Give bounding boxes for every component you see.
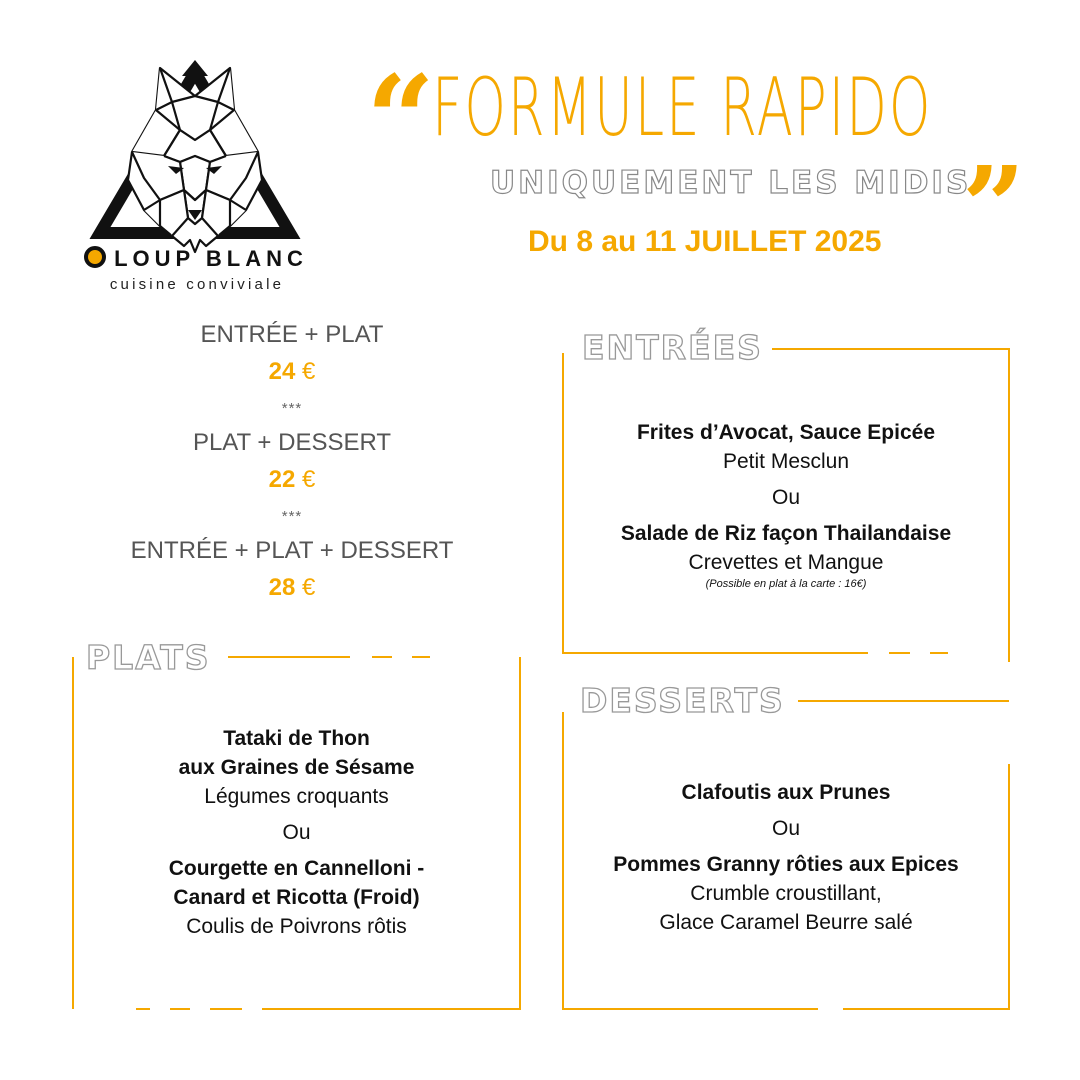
page-subtitle: UNIQUEMENT LES MIDIS — [489, 164, 972, 201]
dish-side: Légumes croquants — [204, 785, 389, 808]
section-title-entrees: ENTRÉES — [581, 327, 763, 367]
formule-price: 28 € — [268, 574, 316, 601]
formule-label: ENTRÉE + PLAT — [200, 321, 384, 348]
brand-tagline: cuisine conviviale — [109, 276, 285, 293]
formule-price: 24 € — [268, 358, 316, 385]
formule-separator: *** — [281, 508, 303, 525]
formule-separator: *** — [281, 400, 303, 417]
dish-side: Crevettes et Mangue — [688, 551, 884, 574]
or-separator: Ou — [282, 821, 311, 844]
or-separator: Ou — [771, 486, 800, 509]
offer-dates: Du 8 au 11 JUILLET 2025 — [528, 225, 882, 258]
opening-quote-mark: “ — [366, 49, 436, 190]
wolf-logo-icon — [89, 60, 301, 254]
formule-label: PLAT + DESSERT — [192, 429, 392, 456]
formule-label: ENTRÉE + PLAT + DESSERT — [130, 537, 454, 564]
dish-name: aux Graines de Sésame — [178, 756, 415, 779]
formule-price: 22 € — [268, 466, 316, 493]
dish-side: Crumble croustillant, — [690, 882, 882, 905]
dish-name: Tataki de Thon — [223, 727, 370, 750]
brand-dot-icon — [84, 246, 107, 268]
desserts-content: Clafoutis aux Prunes Ou Pommes Granny rô… — [563, 778, 1009, 937]
dish-side: Coulis de Poivrons rôtis — [186, 915, 407, 938]
dish-name: Salade de Riz façon Thailandaise — [620, 522, 952, 545]
dish-name: Clafoutis aux Prunes — [681, 781, 891, 804]
dish-note: (Possible en plat à la carte : 16€) — [705, 578, 867, 590]
formules-list: ENTRÉE + PLAT 24 € *** PLAT + DESSERT 22… — [92, 318, 492, 608]
dish-side: Petit Mesclun — [722, 450, 850, 473]
section-title-plats: PLATS — [85, 637, 211, 677]
closing-quote-mark: ” — [962, 142, 1026, 271]
entrees-content: Frites d’Avocat, Sauce Epicée Petit Mesc… — [563, 418, 1009, 591]
section-title-desserts: DESSERTS — [579, 680, 785, 720]
dish-name: Frites d’Avocat, Sauce Epicée — [636, 421, 935, 444]
plats-content: Tataki de Thon aux Graines de Sésame Lég… — [73, 724, 520, 941]
dish-name: Canard et Ricotta (Froid) — [173, 886, 420, 909]
or-separator: Ou — [771, 817, 800, 840]
dish-name: Pommes Granny rôties aux Epices — [613, 853, 959, 876]
brand-name: LOUP BLANC — [66, 246, 326, 272]
dish-name: Courgette en Cannelloni - — [168, 857, 425, 880]
page-title: FORMULE RAPIDO — [432, 61, 933, 154]
dish-side: Glace Caramel Beurre salé — [659, 911, 913, 934]
